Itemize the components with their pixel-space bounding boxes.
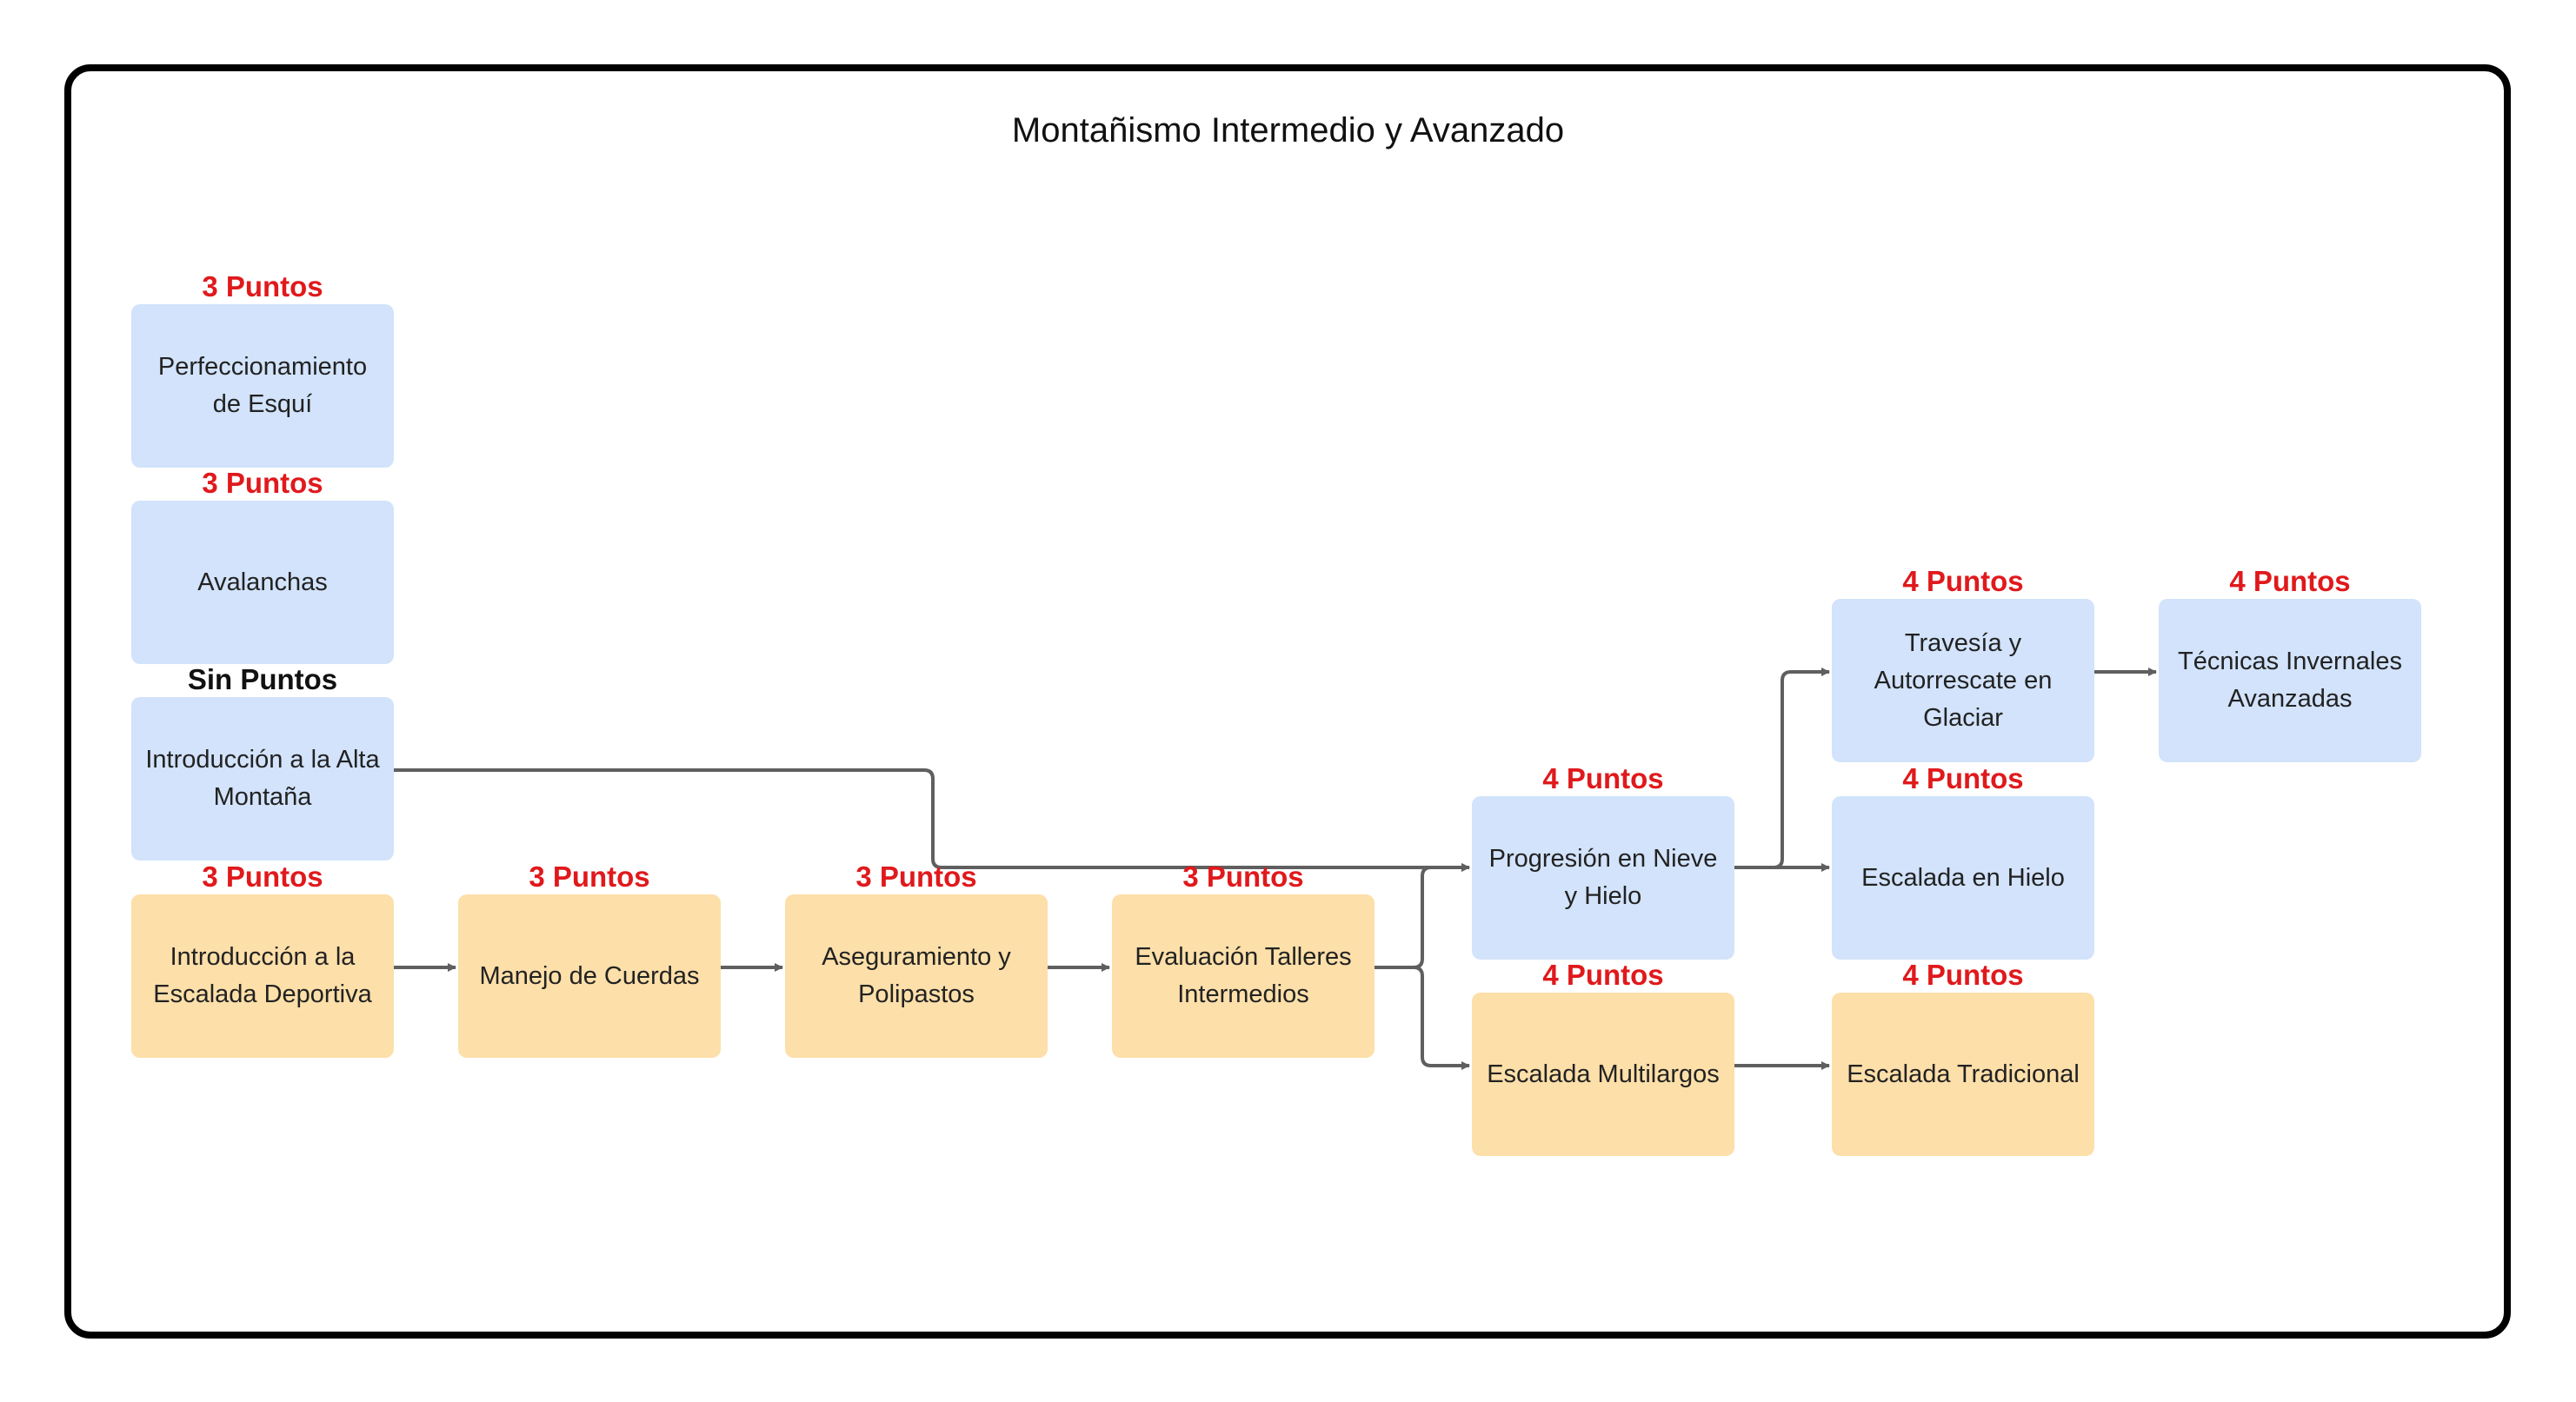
course-label-invernales: Técnicas Invernales Avanzadas bbox=[2178, 648, 2402, 713]
course-node-polipastos: Aseguramiento y Polipastos bbox=[785, 894, 1048, 1058]
course-label-polipastos: Aseguramiento y Polipastos bbox=[822, 943, 1011, 1008]
points-label-avalanchas: 3 Puntos bbox=[202, 467, 323, 499]
points-label-hielo: 4 Puntos bbox=[1902, 762, 2024, 794]
points-label-glaciar: 4 Puntos bbox=[1902, 565, 2024, 597]
course-node-invernales: Técnicas Invernales Avanzadas bbox=[2159, 599, 2421, 762]
course-label-evaluacion: Evaluación Talleres Intermedios bbox=[1135, 943, 1352, 1008]
points-label-evaluacion: 3 Puntos bbox=[1182, 860, 1304, 893]
points-label-invernales: 4 Puntos bbox=[2229, 565, 2351, 597]
points-label-multilargos: 4 Puntos bbox=[1542, 959, 1664, 991]
points-label-nieve_hielo: 4 Puntos bbox=[1542, 762, 1664, 794]
edge-evaluacion-to-multilargos bbox=[1375, 966, 1470, 1070]
course-node-avalanchas: Avalanchas bbox=[131, 501, 394, 664]
course-node-evaluacion: Evaluación Talleres Intermedios bbox=[1112, 894, 1375, 1058]
diagram-title: Montañismo Intermedio y Avanzado bbox=[1011, 111, 1565, 150]
course-label-hielo: Escalada en Hielo bbox=[1861, 863, 2065, 892]
points-label-cuerdas: 3 Puntos bbox=[529, 860, 650, 893]
course-label-glaciar: Travesía y Autorrescate en Glaciar bbox=[1874, 628, 2053, 732]
points-label-tradicional: 4 Puntos bbox=[1902, 959, 2024, 991]
course-label-nieve_hielo: Progresión en Nieve y Hielo bbox=[1488, 845, 1718, 910]
course-node-hielo: Escalada en Hielo bbox=[1832, 796, 2094, 960]
course-node-cuerdas: Manejo de Cuerdas bbox=[458, 894, 721, 1058]
edge-evaluacion-to-nieve_hielo bbox=[1375, 863, 1470, 969]
course-label-avalanchas: Avalanchas bbox=[197, 568, 328, 596]
course-node-escalada_deportiva: Introducción a la Escalada Deportiva bbox=[131, 894, 394, 1058]
points-label-esqui: 3 Puntos bbox=[202, 270, 323, 302]
edge-alta_montana-to-nieve_hielo bbox=[394, 768, 1470, 872]
course-label-multilargos: Escalada Multilargos bbox=[1487, 1060, 1720, 1088]
course-node-alta_montana: Introducción a la Alta Montaña bbox=[131, 697, 394, 860]
course-node-tradicional: Escalada Tradicional bbox=[1832, 993, 2094, 1156]
edge-nieve_hielo-to-glaciar bbox=[1734, 668, 1830, 869]
edge-group bbox=[394, 668, 2157, 1070]
course-label-cuerdas: Manejo de Cuerdas bbox=[479, 961, 700, 990]
course-label-esqui: Perfeccionamiento de Esquí bbox=[157, 353, 368, 418]
points-label-alta_montana: Sin Puntos bbox=[187, 663, 338, 695]
course-label-escalada_deportiva: Introducción a la Escalada Deportiva bbox=[153, 943, 372, 1008]
diagram-frame bbox=[64, 64, 2511, 1339]
course-node-esqui: Perfeccionamiento de Esquí bbox=[131, 304, 394, 468]
course-node-glaciar: Travesía y Autorrescate en Glaciar bbox=[1832, 599, 2094, 762]
course-label-alta_montana: Introducción a la Alta Montaña bbox=[145, 746, 380, 811]
points-label-escalada_deportiva: 3 Puntos bbox=[202, 860, 323, 893]
course-node-multilargos: Escalada Multilargos bbox=[1472, 993, 1734, 1156]
points-label-polipastos: 3 Puntos bbox=[855, 860, 977, 893]
course-node-nieve_hielo: Progresión en Nieve y Hielo bbox=[1472, 796, 1734, 960]
course-label-tradicional: Escalada Tradicional bbox=[1847, 1060, 2080, 1088]
